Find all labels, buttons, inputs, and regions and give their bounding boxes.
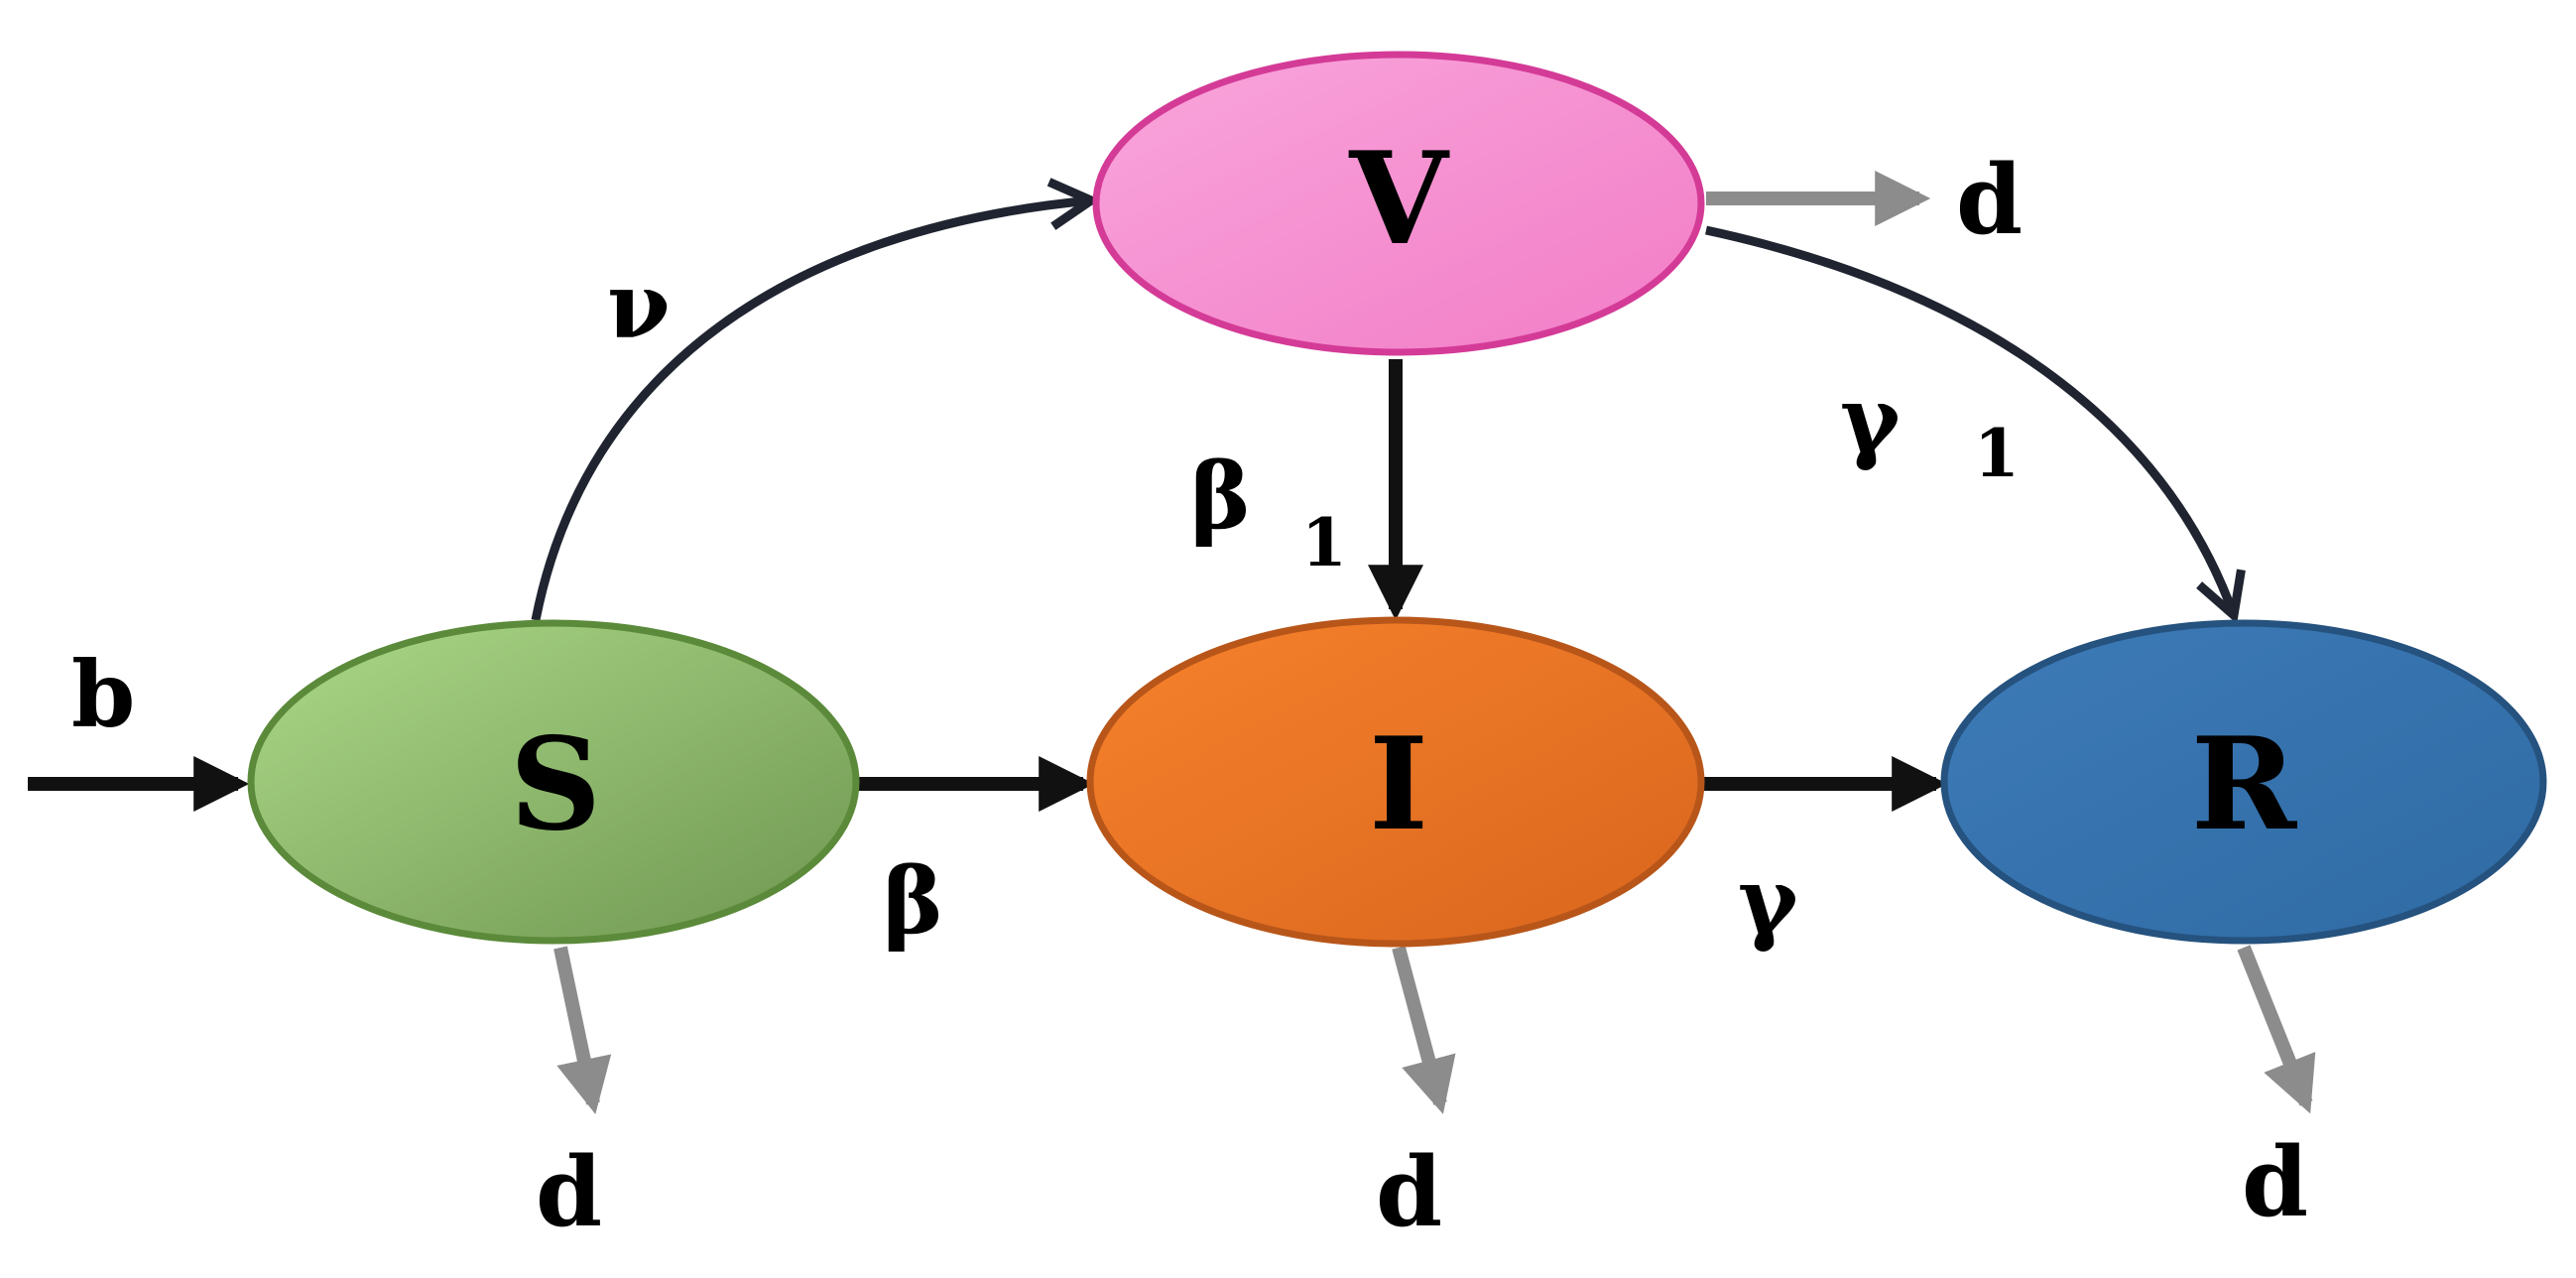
node-v-ellipse — [1092, 51, 1705, 356]
node-s-label: S — [510, 710, 601, 859]
death-arrow-r — [2237, 945, 2316, 1114]
death-label-s: d — [536, 1136, 602, 1248]
node-s-ellipse — [247, 619, 860, 945]
curve-arrow-v-to-r — [1705, 225, 2234, 615]
curve-arrow-s-to-v — [531, 200, 1091, 621]
node-r-label: R — [2191, 710, 2298, 859]
edge-label-beta1: β — [1190, 443, 1251, 550]
death-arrow-i — [1392, 946, 1456, 1114]
edge-label-gamma1-subscript: 1 — [1974, 415, 2020, 492]
edge-label-beta1-subscript: 1 — [1301, 504, 1347, 581]
node-i-label: I — [1369, 710, 1428, 859]
node-v-label: V — [1348, 125, 1450, 274]
death-arrow-s — [553, 946, 612, 1114]
death-label-v: d — [1956, 144, 2023, 256]
death-label-i: d — [1376, 1136, 1442, 1248]
node-i-ellipse — [1086, 616, 1705, 948]
edge-label-nu: ν — [607, 252, 671, 359]
edge-label-b: b — [71, 641, 135, 748]
node-r-ellipse — [1940, 619, 2547, 945]
edge-label-gamma: γ — [1738, 847, 1799, 955]
edge-label-gamma1: γ — [1840, 366, 1901, 473]
death-label-r: d — [2242, 1126, 2308, 1238]
edge-label-beta: β — [883, 847, 943, 955]
